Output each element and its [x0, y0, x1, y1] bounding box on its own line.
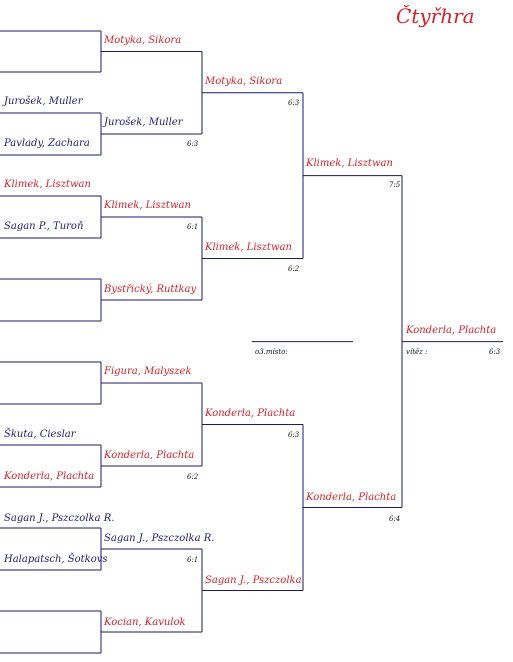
r4-name-1: Konderla, Plachta [306, 492, 397, 503]
r2-name-4: Figura, Malyszek [104, 366, 192, 377]
r4-score-1: 6:4 [389, 515, 401, 523]
r4-score-0: 7:5 [389, 181, 401, 189]
winner-score: 6:3 [489, 348, 501, 356]
r2-name-6: Sagan J., Pszczolka R. [104, 533, 215, 544]
r4-name-0: Klimek, Lisztwan [306, 158, 393, 169]
r2-name-7: Kocian, Kavulok [104, 617, 186, 628]
r2-name-1: Jurošek, Muller [104, 117, 183, 128]
r3-score-1: 6:2 [288, 265, 300, 273]
r2-name-2: Klimek, Lisztwan [104, 200, 191, 211]
r1-name-8: Konderla, Plachta [4, 471, 95, 482]
r3-name-0: Motyka, Sikora [205, 76, 283, 87]
r1-name-9: Sagan J., Pszczolka R. [4, 513, 115, 524]
r2-score-5: 6:2 [187, 473, 199, 481]
r2-name-3: Bystřický, Ruttkay [104, 284, 197, 295]
r3-name-1: Klimek, Lisztwan [205, 242, 292, 253]
r1-name-4: Sagan P., Turoň [4, 221, 84, 232]
r3-score-0: 6:3 [288, 99, 300, 107]
r1-name-10: Halapatsch, Šotkovs [4, 554, 108, 565]
r1-name-1: Jurošek, Muller [4, 96, 83, 107]
r3-name-3: Sagan J., Pszczolka [205, 575, 302, 586]
r1-name-7: Škuta, Cieslar [4, 429, 76, 440]
page-title: Čtyřhra [396, 4, 475, 28]
r2-score-2: 6:1 [187, 223, 199, 231]
r2-name-5: Konderla, Plachta [104, 450, 195, 461]
r2-score-1: 6:3 [187, 140, 199, 148]
winner-label: vítěz : [406, 348, 428, 356]
r2-name-0: Motyka, Sikora [104, 35, 182, 46]
r3-name-2: Konderla, Plachta [205, 408, 296, 419]
third-place-label: o3.místo: [255, 348, 288, 356]
r3-score-2: 6:3 [288, 431, 300, 439]
r1-name-2: Pavlady, Zachara [4, 138, 90, 149]
r1-name-3: Klimek, Lisztwan [4, 179, 91, 190]
winner-name: Konderla, Plachta [406, 325, 497, 336]
r2-score-6: 6:1 [187, 556, 199, 564]
